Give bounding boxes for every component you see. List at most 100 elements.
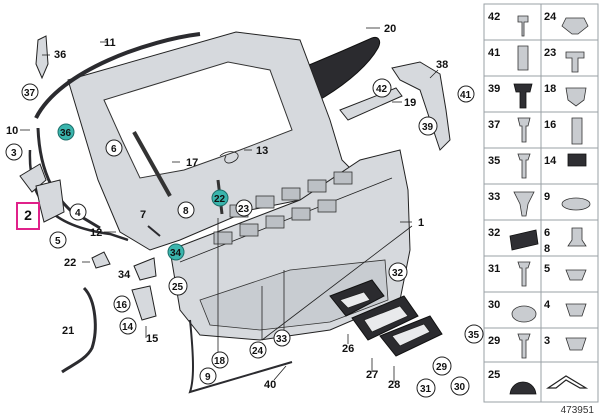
legend-label-14: 14: [544, 155, 557, 167]
callout-30-circle: [450, 376, 470, 396]
callout-38: 38: [436, 59, 448, 71]
callout-31-circle: [416, 378, 436, 398]
trim-arrow-icon: [546, 375, 589, 389]
fastener-25-icon: [509, 381, 537, 395]
fastener-3-icon: [565, 337, 587, 351]
fastener-24-icon: [561, 17, 589, 35]
callout-37-circle: [21, 83, 39, 101]
callout-22-teal: [211, 189, 229, 207]
callout-9: 9: [205, 372, 211, 383]
fastener-legend: 42 24 41 23 39 18 37 16 35 14 33 9 32 6 …: [483, 3, 599, 403]
legend-label-25: 25: [488, 369, 500, 381]
highlighted-callout-label: 2: [24, 207, 32, 223]
callout-25-circle: [168, 276, 188, 296]
callout-22: 22: [64, 257, 76, 269]
callout-21: 21: [62, 325, 74, 337]
callout-42: 42: [376, 84, 388, 95]
window-opening: [103, 61, 293, 179]
callout-31: 31: [420, 384, 432, 395]
fastener-42-icon: [517, 15, 529, 37]
legend-label-6: 6: [544, 227, 550, 239]
diagram-id: 473951: [560, 405, 594, 416]
legend-label-33: 33: [488, 191, 500, 203]
legend-label-41: 41: [488, 47, 500, 59]
callout-25: 25: [172, 282, 184, 293]
callout-5-circle: [49, 231, 67, 249]
legend-label-30: 30: [488, 299, 500, 311]
fastener-31-icon: [517, 261, 531, 287]
legend-label-39: 39: [488, 83, 500, 95]
fastener-18-icon: [565, 87, 587, 107]
fastener-6-8-icon: [567, 227, 587, 247]
callout-5: 5: [55, 236, 61, 247]
fastener-37-icon: [517, 117, 531, 143]
fastener-16-icon: [571, 117, 583, 145]
legend-label-5: 5: [544, 263, 550, 275]
callout-16: 16: [116, 300, 128, 311]
callout-40: 40: [264, 379, 276, 391]
legend-label-42: 42: [488, 11, 500, 23]
buffer-22-part: [91, 251, 111, 269]
legend-label-29: 29: [488, 335, 500, 347]
callout-16-circle: [113, 295, 131, 313]
fastener-41-icon: [517, 45, 529, 71]
callout-9-circle: [199, 367, 217, 385]
callout-19: 19: [404, 97, 416, 109]
highlighted-callout-2: 2: [16, 202, 40, 230]
callout-6: 6: [111, 144, 117, 155]
callout-32: 32: [392, 268, 404, 279]
callout-41: 41: [460, 90, 472, 101]
callout-4: 4: [75, 208, 81, 219]
callout-3-circle: [5, 143, 23, 161]
callout-3: 3: [11, 148, 17, 159]
legend-label-24: 24: [544, 11, 557, 23]
hinge-part-5: [35, 179, 65, 223]
fastener-23-icon: [565, 51, 585, 73]
legend-label-3: 3: [544, 335, 550, 347]
gas-strut-17: [132, 131, 172, 197]
callout-1: 1: [418, 217, 424, 229]
hinge-bracket-part: [391, 61, 451, 151]
legend-label-35: 35: [488, 155, 500, 167]
seal-11: [34, 32, 201, 119]
callout-29: 29: [436, 362, 448, 373]
callout-6-circle: [105, 139, 123, 157]
callout-27: 27: [366, 369, 378, 381]
leader-lines: [20, 27, 439, 382]
callout-28: 28: [388, 379, 400, 391]
callout-34-teal-label: 34: [170, 248, 182, 259]
callout-29-circle: [432, 356, 452, 376]
fastener-29-icon: [517, 333, 531, 359]
callout-39: 39: [422, 122, 434, 133]
legend-label-23: 23: [544, 47, 556, 59]
callout-13: 13: [256, 145, 268, 157]
pads-26-28: [329, 279, 443, 357]
legend-label-37: 37: [488, 119, 500, 131]
seal-40: [188, 319, 293, 394]
callout-33: 33: [276, 334, 288, 345]
callout-8: 8: [183, 206, 189, 217]
fastener-33-icon: [513, 191, 535, 217]
callout-17: 17: [186, 157, 198, 169]
callout-39-circle: [418, 116, 438, 136]
callout-36-teal: [57, 123, 75, 141]
fastener-14-icon: [567, 153, 587, 167]
callout-20: 20: [384, 23, 396, 35]
callout-14-circle: [119, 317, 137, 335]
fastener-30-icon: [511, 305, 537, 323]
callout-34-teal: [167, 243, 185, 261]
callout-36-teal-label: 36: [60, 128, 72, 139]
callout-22-teal-label: 22: [214, 194, 226, 205]
legend-label-16: 16: [544, 119, 556, 131]
callout-32-circle: [388, 262, 408, 282]
seal-21: [61, 286, 97, 374]
callout-33-circle: [273, 329, 291, 347]
callout-11: 11: [104, 37, 116, 49]
callout-15: 15: [146, 333, 158, 345]
callout-30: 30: [454, 382, 466, 393]
callout-36: 36: [54, 49, 66, 61]
bracket-36-part: [35, 35, 49, 80]
callout-35: 35: [468, 330, 480, 341]
legend-label-31: 31: [488, 263, 500, 275]
